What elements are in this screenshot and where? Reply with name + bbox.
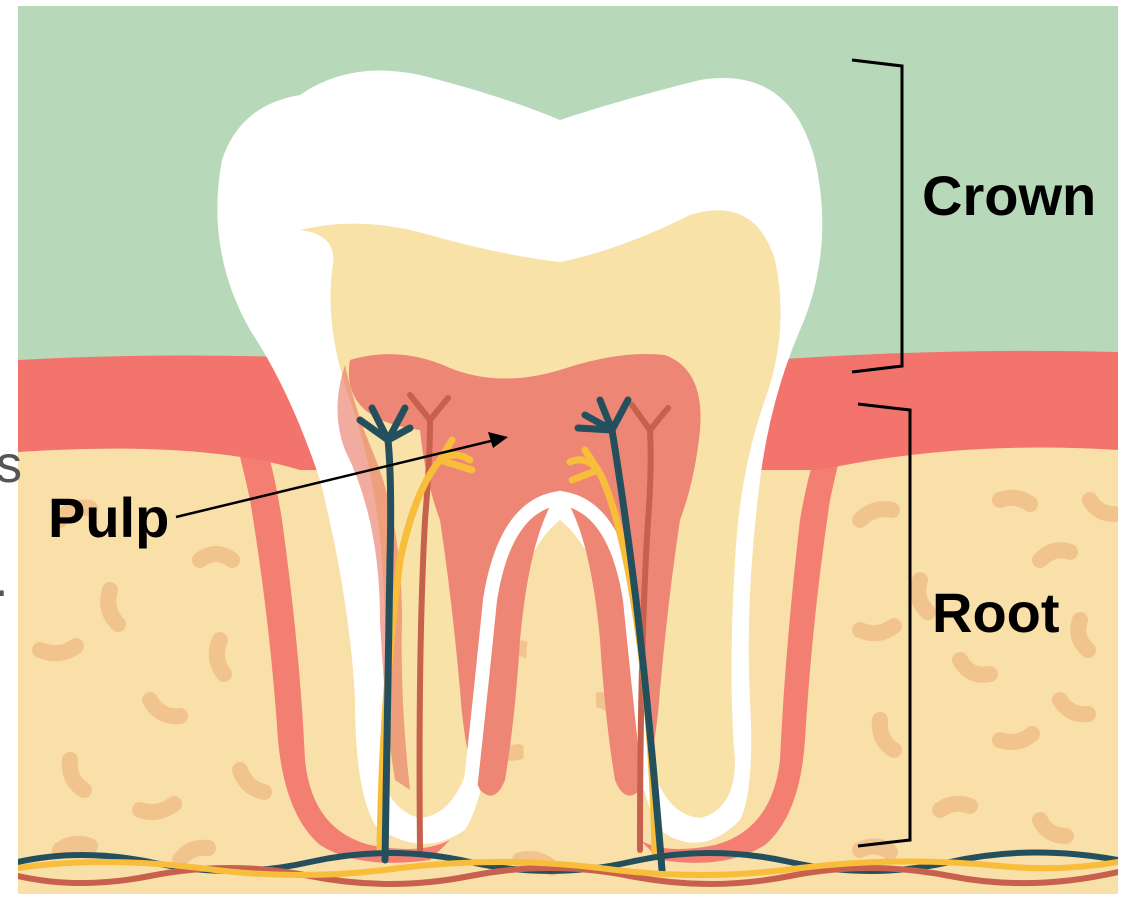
illustration bbox=[18, 6, 1118, 894]
pulp-label: Pulp bbox=[48, 486, 169, 549]
edge-fragment-bottom: . bbox=[0, 550, 8, 608]
root-label: Root bbox=[932, 581, 1060, 644]
crown-label: Crown bbox=[922, 164, 1096, 227]
edge-fragment-top: s bbox=[0, 436, 22, 494]
